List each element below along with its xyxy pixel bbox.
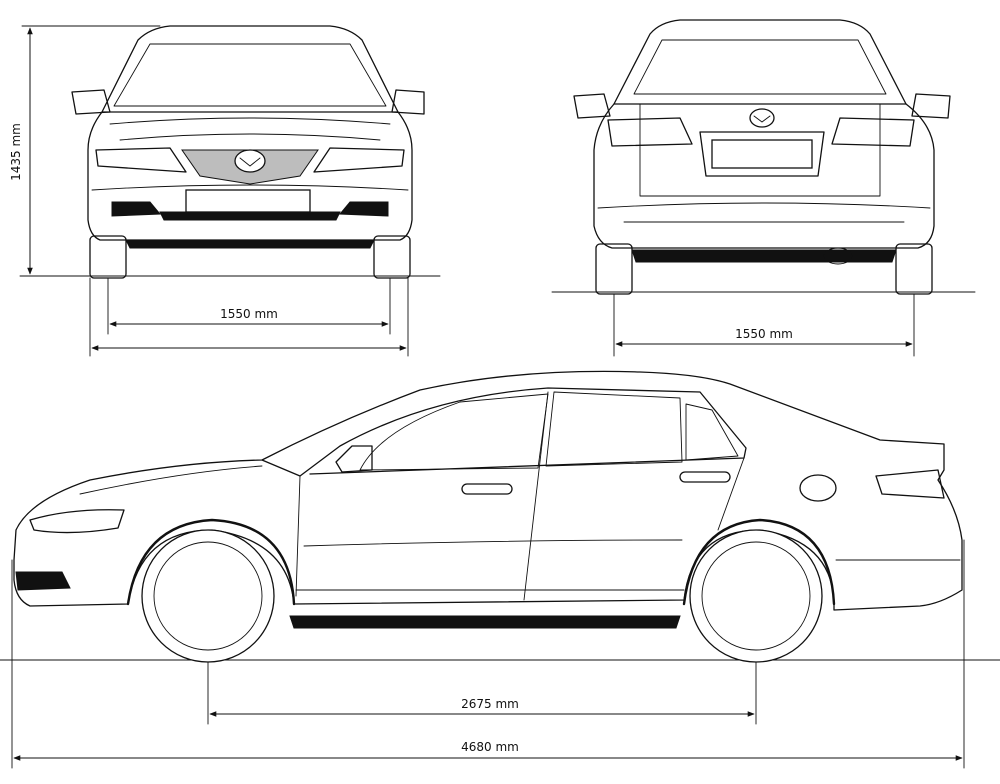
front-underbody (125, 239, 375, 249)
side-mirror (335, 445, 373, 473)
side-front-wheel (141, 529, 275, 663)
front-lower-intake (159, 211, 341, 221)
side-rear-door-edge (717, 457, 745, 531)
side-fuel-cap (799, 474, 837, 502)
front-hood-line-2 (119, 133, 381, 141)
side-quarter-window (685, 403, 739, 461)
side-b-pillar (523, 391, 549, 601)
side-front-intake (15, 571, 71, 591)
height-label: 1435 mm (9, 123, 23, 181)
side-front-wheel-arch (126, 518, 296, 606)
front-left-tire (89, 235, 127, 279)
front-track-label: 1550 mm (220, 307, 278, 321)
rear-roof-frame (613, 19, 907, 105)
wheelbase-label: 2675 mm (461, 697, 519, 711)
side-front-door-edge (295, 475, 301, 597)
front-right-mirror (391, 89, 425, 115)
side-rear-door-handle (679, 471, 731, 483)
rear-window (633, 39, 887, 95)
rear-plate-recess (699, 131, 825, 177)
front-brand-badge (234, 149, 266, 173)
rear-badge-wing (753, 115, 771, 123)
front-left-fog-intake (111, 201, 162, 217)
rear-left-mirror (573, 93, 611, 119)
side-headlight (29, 509, 125, 534)
rear-left-taillight (607, 117, 693, 147)
side-door-crease (303, 539, 683, 547)
side-greenhouse (261, 387, 747, 477)
front-windshield-frame (101, 25, 399, 113)
rear-left-tire (595, 243, 633, 295)
rear-underbody (631, 249, 897, 263)
front-right-tire (373, 235, 411, 279)
side-rear-wheel (689, 529, 823, 663)
front-windshield (113, 43, 387, 107)
rear-track-label: 1550 mm (735, 327, 793, 341)
length-label: 4680 mm (461, 740, 519, 754)
rear-view: 1550 mm (551, 19, 976, 357)
front-left-mirror (71, 89, 111, 115)
rear-bumper-line (597, 202, 931, 209)
rear-license-plate (711, 139, 813, 169)
side-view: 2675 mm 4680 mm (0, 370, 1000, 769)
rear-right-mirror (911, 93, 951, 119)
rear-exhaust (823, 247, 853, 265)
side-underbody (289, 615, 681, 629)
side-rear-window (545, 391, 683, 467)
rear-trunk-lid (639, 103, 881, 197)
side-taillight (875, 469, 945, 499)
side-front-rim (153, 541, 263, 651)
rear-body (593, 103, 935, 249)
front-hood-line (109, 117, 391, 125)
side-front-door-handle (461, 483, 513, 495)
side-rear-rim (701, 541, 811, 651)
side-front-window (359, 393, 549, 471)
rear-right-tire (895, 243, 933, 295)
front-license-plate (185, 189, 311, 213)
rear-brand-badge (749, 108, 775, 128)
front-right-fog-intake (338, 201, 389, 217)
front-right-headlight (313, 147, 405, 173)
rear-right-taillight (831, 117, 915, 147)
front-badge-wing (239, 157, 261, 167)
front-bumper-line (91, 184, 409, 191)
side-hood-line (79, 465, 263, 495)
front-left-headlight (95, 147, 187, 173)
front-view: 1435 mm 1550 mm (9, 25, 441, 357)
side-rear-wheel-arch (682, 518, 836, 606)
